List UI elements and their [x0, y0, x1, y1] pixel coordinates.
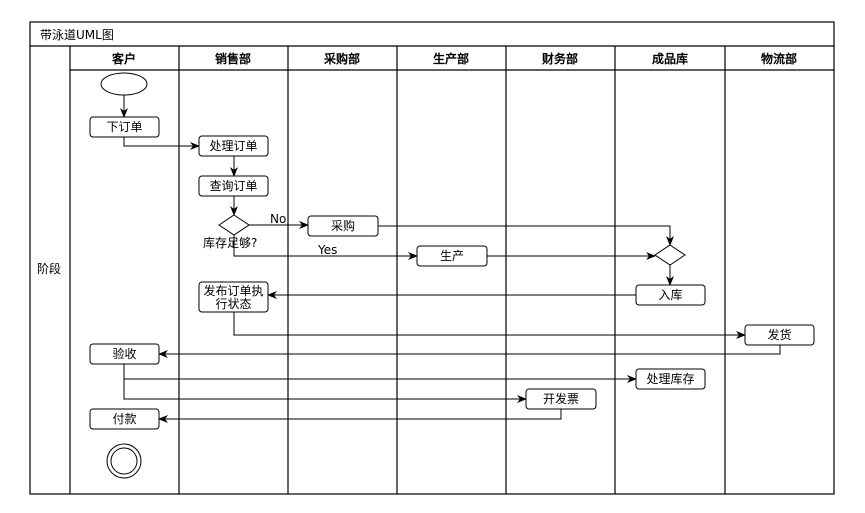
lane-header-purchasing: 采购部: [323, 51, 360, 66]
node-publish-status-label-1: 发布订单执: [203, 283, 263, 298]
edge-place-to-process: [123, 137, 200, 150]
end-node: [106, 443, 142, 479]
node-process-order-label: 处理订单: [209, 139, 257, 153]
node-query-order: [198, 175, 269, 197]
node-ship: [744, 324, 815, 346]
lane-header-sales: 销售部: [215, 51, 251, 66]
edge-accept-to-invoice: [123, 379, 527, 403]
diagram-frame: [29, 21, 835, 495]
lane-header-production: 生产部: [433, 51, 469, 66]
node-invoice-label: 开发票: [543, 391, 579, 406]
edge-decision-yes: [233, 235, 418, 260]
edge-invoice-to-pay: [158, 409, 562, 423]
edge-purchase-to-merge: [378, 225, 674, 246]
node-process-stock-label: 处理库存: [646, 371, 694, 386]
merge-node: [654, 244, 686, 266]
edge-label-no: No: [270, 212, 286, 226]
lane-header-finance: 财务部: [541, 51, 578, 66]
node-ship-label: 发货: [767, 327, 791, 342]
decision-stock-label: 库存足够?: [203, 235, 257, 250]
node-publish-status: [198, 281, 269, 313]
node-produce: [416, 245, 488, 267]
node-warehouse-in: [635, 284, 706, 306]
node-invoice: [525, 388, 597, 410]
node-query-order-label: 查询订单: [209, 179, 257, 193]
node-publish-status-label-2: 行状态: [215, 297, 251, 311]
lane-header-customer: 客户: [111, 51, 136, 66]
node-process-order: [198, 135, 269, 157]
node-place-order: [89, 116, 160, 138]
edge-label-yes: Yes: [317, 243, 337, 257]
edge-accept-to-stock: [123, 364, 637, 383]
node-accept: [89, 343, 160, 365]
lane-header-logistics: 物流部: [761, 51, 797, 66]
node-accept-label: 验收: [112, 346, 136, 361]
node-place-order-label: 下订单: [106, 120, 142, 134]
decision-stock: [218, 214, 250, 236]
start-node: [100, 72, 148, 96]
edge-ship-to-accept: [158, 345, 781, 358]
node-purchase-label: 采购: [331, 218, 355, 233]
node-produce-label: 生产: [440, 249, 464, 263]
node-warehouse-in-label: 入库: [658, 287, 682, 302]
node-purchase: [307, 215, 379, 237]
lane-header-warehouse: 成品库: [652, 51, 688, 66]
node-pay: [89, 408, 160, 430]
edge-publish-to-ship: [233, 312, 746, 339]
node-pay-label: 付款: [112, 412, 136, 426]
node-process-stock: [635, 368, 706, 390]
lane-dividers: [69, 46, 726, 494]
phase-label: 阶段: [37, 261, 61, 276]
diagram-title: 带泳道UML图: [40, 28, 114, 42]
edges: [120, 95, 781, 423]
